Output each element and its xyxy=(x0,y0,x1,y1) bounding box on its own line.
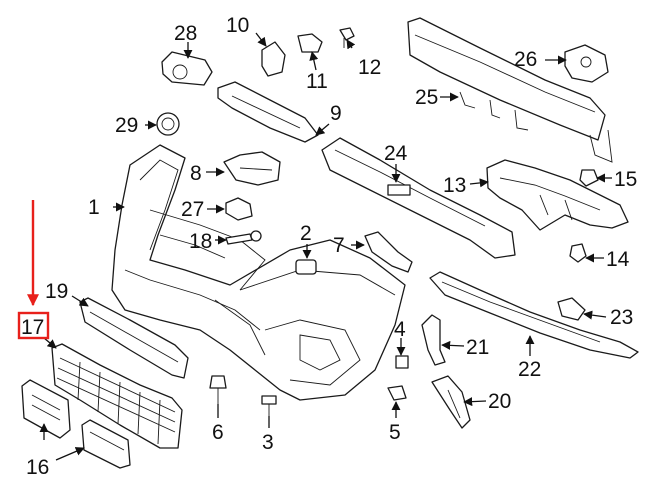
callout-9: 9 xyxy=(330,102,342,125)
part-bolt-6 xyxy=(209,375,227,405)
callout-22: 22 xyxy=(518,358,541,381)
callout-4: 4 xyxy=(394,318,406,341)
part-bracket-7 xyxy=(364,231,413,273)
part-clip-14 xyxy=(569,243,587,263)
part-clip-11 xyxy=(297,33,323,53)
part-sensor-28 xyxy=(161,51,213,86)
callout-8: 8 xyxy=(190,162,202,185)
part-lower-grille xyxy=(51,343,183,449)
leader-lines xyxy=(39,32,612,461)
part-side-bracket xyxy=(564,44,609,83)
callout-20: 20 xyxy=(488,390,511,413)
callout-1: 1 xyxy=(88,196,100,219)
highlight-box xyxy=(17,311,50,340)
callout-12: 12 xyxy=(358,56,381,79)
part-bolt-18 xyxy=(225,230,262,245)
part-grommet-2 xyxy=(295,259,317,275)
callout-26: 26 xyxy=(514,48,537,71)
callout-6: 6 xyxy=(212,421,224,444)
callout-19: 19 xyxy=(45,280,68,303)
part-bumper-cover xyxy=(111,144,406,401)
callout-10: 10 xyxy=(226,14,249,37)
part-bracket-9 xyxy=(217,81,319,143)
callout-2: 2 xyxy=(300,222,312,245)
callout-5: 5 xyxy=(389,421,401,444)
callout-18: 18 xyxy=(189,230,212,253)
part-bolt-3 xyxy=(261,395,277,418)
callout-labels: 28 29 10 11 12 9 8 27 18 2 7 24 13 25 26… xyxy=(21,14,637,479)
part-reinforcement-bar xyxy=(407,17,613,163)
callout-28: 28 xyxy=(174,22,197,45)
callout-24: 24 xyxy=(384,142,408,165)
part-bracket-21 xyxy=(421,314,446,366)
callout-23: 23 xyxy=(610,306,633,329)
callout-17: 17 xyxy=(21,316,44,339)
part-upper-grille-strip xyxy=(79,297,189,379)
callout-27: 27 xyxy=(181,198,204,221)
part-side-support xyxy=(486,159,629,231)
part-energy-absorber xyxy=(321,137,516,259)
part-bracket-10 xyxy=(261,41,286,77)
callout-25: 25 xyxy=(415,86,438,109)
part-clip-15 xyxy=(579,169,599,187)
callout-14: 14 xyxy=(606,248,630,271)
callout-15: 15 xyxy=(614,168,637,191)
part-bracket-20 xyxy=(431,375,471,429)
callout-16: 16 xyxy=(26,456,49,479)
callout-29: 29 xyxy=(115,114,138,137)
part-clip-5 xyxy=(387,385,407,401)
part-screw-12 xyxy=(339,27,355,48)
part-clip-4 xyxy=(395,355,409,369)
part-clip-27 xyxy=(225,197,253,221)
callout-11: 11 xyxy=(306,70,328,93)
callout-13: 13 xyxy=(443,174,466,197)
part-lower-molding xyxy=(429,271,639,359)
part-license-bracket xyxy=(21,379,71,439)
part-sensor-ring-29 xyxy=(156,112,180,136)
callout-3: 3 xyxy=(262,431,274,454)
part-clip-23 xyxy=(557,297,586,321)
highlight-part-17 xyxy=(17,200,50,340)
callout-21: 21 xyxy=(466,336,489,359)
callout-7: 7 xyxy=(333,234,345,257)
part-bracket-8 xyxy=(223,151,281,186)
